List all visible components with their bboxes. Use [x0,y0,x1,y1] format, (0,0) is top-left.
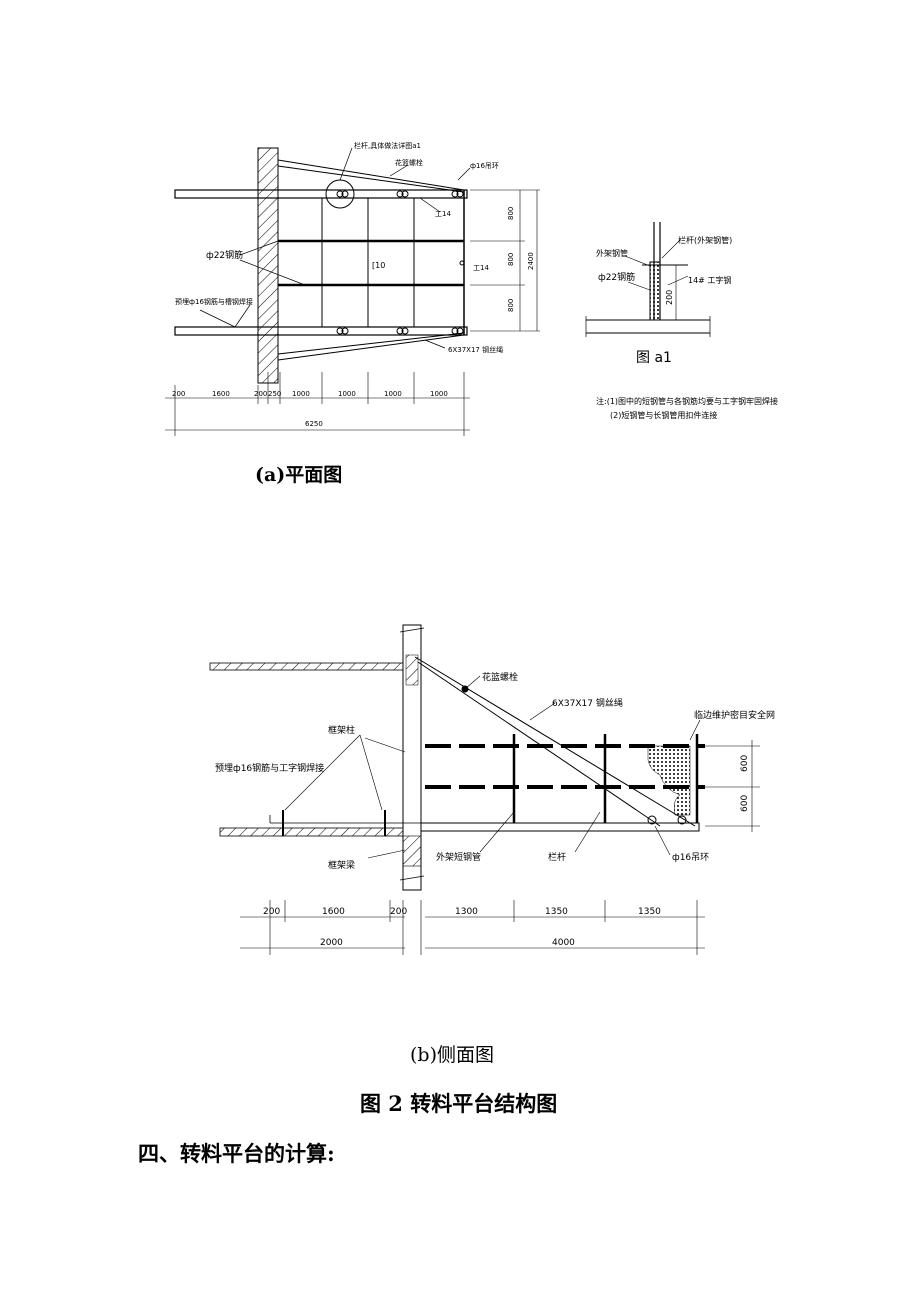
a1-note-1: 注:(1)图中的短钢管与各钢筋均要与工字钢牢固焊接 [596,396,778,406]
plan-wall [257,147,279,384]
side-dim-600-2: 600 [740,795,750,812]
side-dim-2000: 2000 [320,938,343,948]
plan-caption: (a)平面图 [255,464,343,486]
side-label-net: 临边维护密目安全网 [694,709,775,721]
side-label-embedded: 预埋ф16钢筋与工字钢焊接 [215,762,324,774]
side-dim-200-a: 200 [263,907,280,917]
plan-label-wire: 6X37X17 钢丝绳 [448,345,503,354]
side-dim-1300: 1300 [455,907,478,917]
a1-label-railing: 栏杆(外架钢管) [678,235,732,245]
plan-dim-250: 250 [268,390,281,398]
side-label-short-pipe: 外架短钢管 [436,851,481,863]
a1-label-beam: 14# 工字钢 [688,275,731,285]
plan-label-railing: 栏杆,具体做法详图a1 [354,141,421,150]
side-label-ring: ф16吊环 [672,852,709,863]
plan-label-c10: [10 [372,261,385,270]
plan-top-beam [174,189,468,199]
plan-dim-1600: 1600 [212,390,230,398]
side-dim-200-b: 200 [390,907,407,917]
plan-label-ring: ф16吊环 [470,162,499,170]
side-dim-600-1: 600 [740,755,750,772]
side-dim-1350-a: 1350 [545,907,568,917]
plan-dim-total: 6250 [305,420,323,428]
plan-dim-1000-c: 1000 [384,390,402,398]
a1-title: 图 a1 [636,350,672,366]
plan-dim-1000-a: 1000 [292,390,310,398]
plan-dim-200-b: 200 [254,390,267,398]
side-label-wire: 6X37X17 钢丝绳 [552,697,623,709]
side-dim-1600: 1600 [322,907,345,917]
side-labels: 花篮螺栓 6X37X17 钢丝绳 临边维护密目安全网 框架柱 预埋ф16钢筋与工… [215,671,775,948]
plan-label-rebar22: ф22钢筋 [206,249,243,261]
plan-dim-800-1: 800 [507,207,515,220]
detail-a1 [585,222,711,337]
side-label-railing: 栏杆 [548,851,566,863]
figure-title: 图 2 转料平台结构图 [360,1091,558,1116]
side-dim-4000: 4000 [552,938,575,948]
a1-label-outer-pipe: 外架钢管 [596,248,628,258]
a1-label-rebar22: ф22钢筋 [598,271,635,283]
plan-dim-2400: 2400 [527,252,535,270]
side-label-beam: 框架梁 [328,859,355,871]
plan-label-i14-b: 工14 [473,264,489,272]
plan-dim-1000-b: 1000 [338,390,356,398]
side-dim-1350-b: 1350 [638,907,661,917]
plan-labels: 栏杆,具体做法详图a1 花篮螺栓 ф16吊环 工14 工14 ф22钢筋 [10… [172,141,535,428]
plan-dim-200-a: 200 [172,390,185,398]
side-label-turnbuckle: 花篮螺栓 [482,671,518,683]
side-caption: (b)侧面图 [410,1044,494,1066]
side-label-column: 框架柱 [328,724,355,736]
plan-dim-1000-d: 1000 [430,390,448,398]
a1-dim-200: 200 [665,290,674,305]
section-heading: 四、转料平台的计算: [138,1141,335,1166]
side-view [209,624,760,955]
detail-a1-labels: 外架钢管 栏杆(外架钢管) ф22钢筋 14# 工字钢 200 图 a1 注:(… [596,235,778,420]
plan-view [165,147,540,436]
plan-dim-800-2: 800 [507,253,515,266]
plan-label-i14-a: 工14 [435,210,451,218]
a1-note-2: (2)短钢管与长钢管用扣件连接 [610,410,717,420]
plan-label-turnbuckle: 花篮螺栓 [395,158,423,167]
plan-label-embedded: 预埋ф16钢筋与槽钢焊接 [175,297,253,306]
plan-bottom-beam [174,326,468,336]
plan-dim-800-3: 800 [507,299,515,312]
